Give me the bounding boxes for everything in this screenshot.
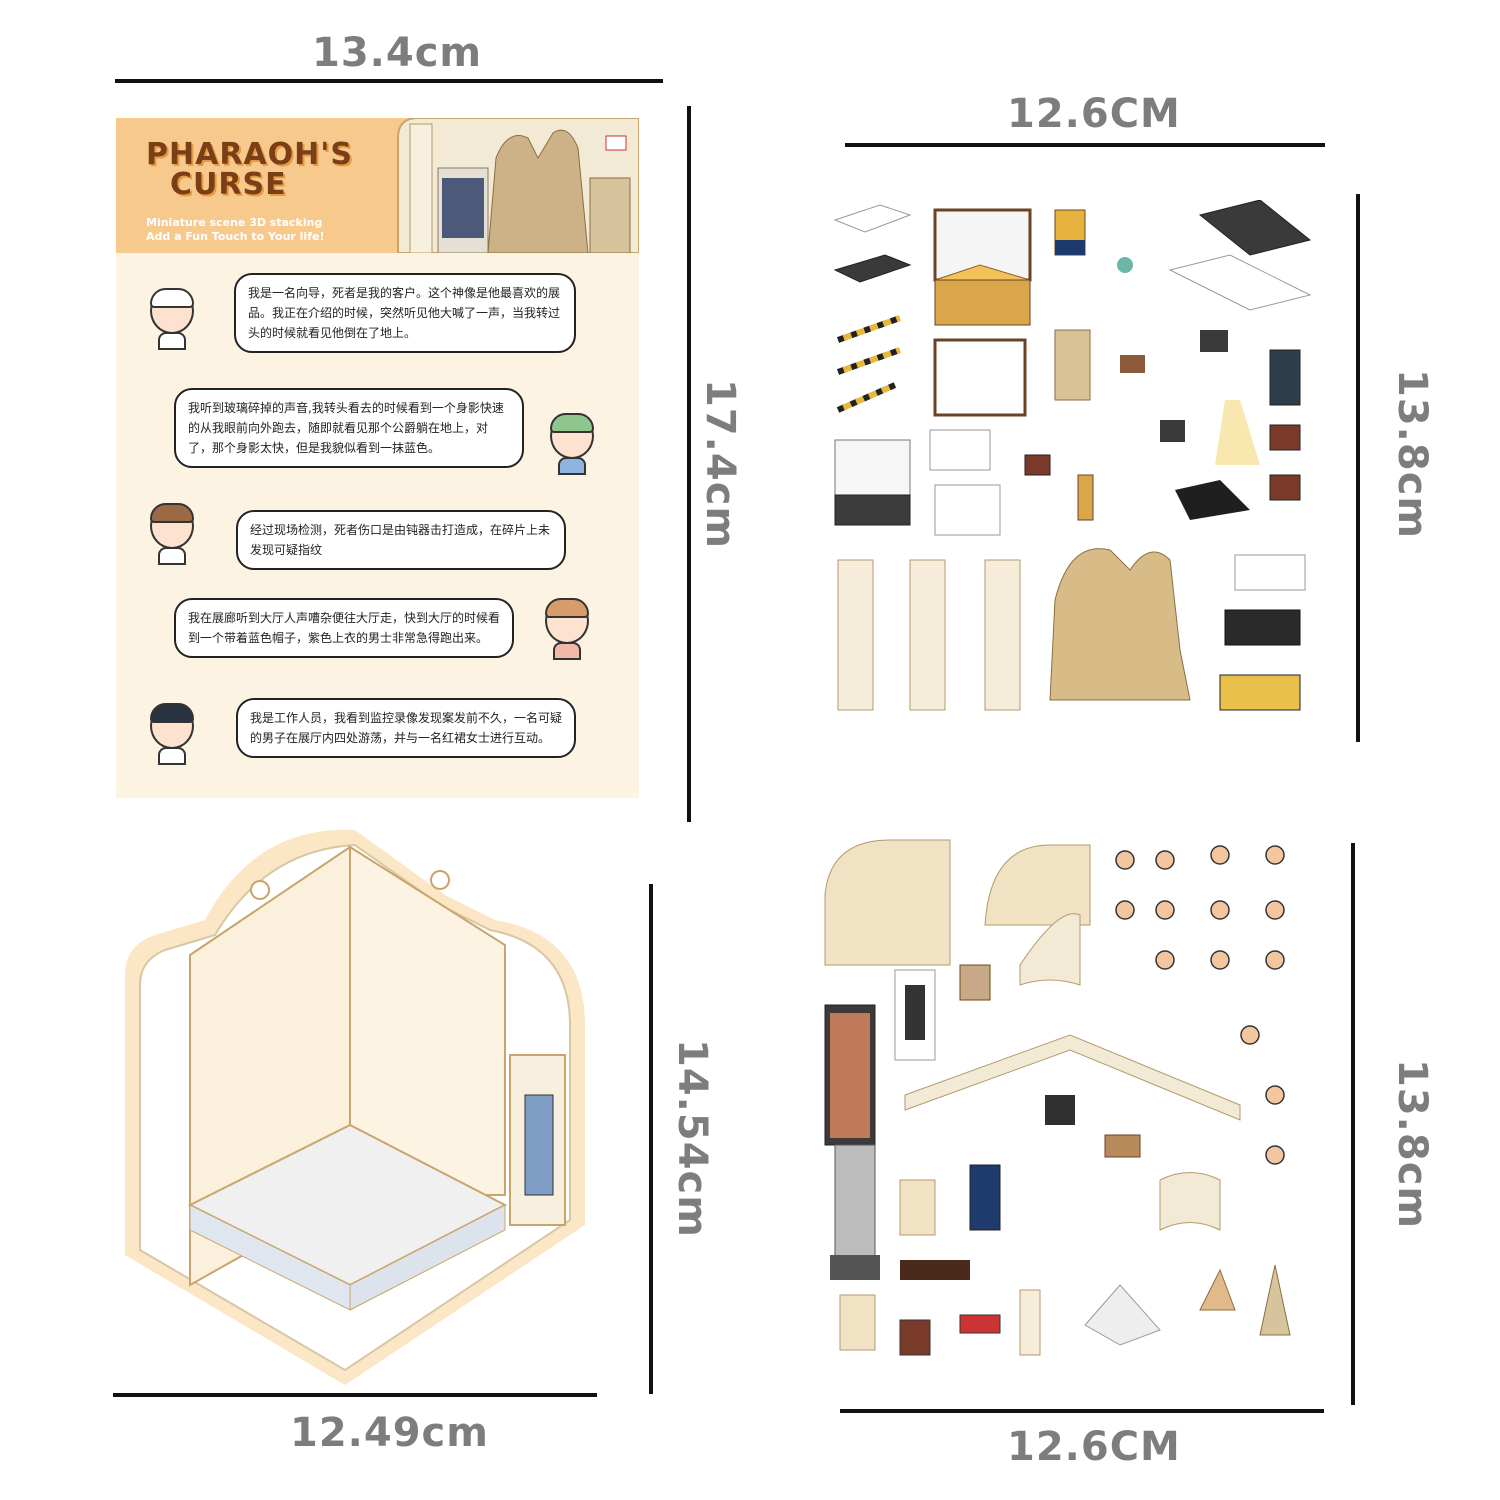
rule-p1-width <box>115 79 663 83</box>
dimension-p1-width: 13.4cm <box>312 30 483 76</box>
rule-p3-width <box>113 1393 597 1397</box>
dimension-p4-height: 13.8cm <box>1389 1059 1435 1230</box>
subtitle-line-2: Add a Fun Touch to Your life! <box>146 230 325 243</box>
speech-bubble-5: 我是工作人员，我看到监控录像发现案发前不久，一名可疑的男子在展厅内四处游荡，并与… <box>236 698 576 758</box>
museum-scene-illustration <box>378 118 639 254</box>
dimension-p2-width: 12.6CM <box>1007 91 1181 137</box>
speech-bubble-2: 我听到玻璃碎掉的声音,我转头看去的时候看到一个身影快速的从我眼前向外跑去，随即就… <box>174 388 524 468</box>
sticker-sheet-furniture <box>830 199 1320 730</box>
dimension-p3-height: 14.54cm <box>669 1039 715 1238</box>
title-line-2: CURSE <box>170 167 287 202</box>
rule-p4-height <box>1351 843 1355 1405</box>
room-base-icon <box>125 829 585 1385</box>
room-base-sticker <box>115 825 595 1385</box>
avatar-guide <box>146 288 198 350</box>
speech-bubble-4: 我在展廊听到大厅人声嘈杂便往大厅走，快到大厅的时候看到一个带着蓝色帽子，紫色上衣… <box>174 598 514 658</box>
dimension-p2-height: 13.8cm <box>1389 369 1435 540</box>
avatar-staff <box>146 703 198 765</box>
rule-p2-width <box>845 143 1325 147</box>
story-card: PHARAOH'S CURSE Miniature scene 3D stack… <box>116 118 639 798</box>
rule-p2-height <box>1356 194 1360 742</box>
dimension-p4-width: 12.6CM <box>1007 1424 1181 1470</box>
dimension-p3-width: 12.49cm <box>290 1410 489 1456</box>
furniture-stickers-icon <box>833 199 1312 711</box>
rule-p3-height <box>649 884 653 1394</box>
rule-p1-height <box>687 106 691 822</box>
speech-bubble-3: 经过现场检测，死者伤口是由钝器击打造成，在碎片上未发现可疑指纹 <box>236 510 566 570</box>
subtitle-line-1: Miniature scene 3D stacking <box>146 216 323 229</box>
avatar-medic <box>146 503 198 565</box>
speech-bubble-1: 我是一名向导，死者是我的客户。这个神像是他最喜欢的展品。我正在介绍的时候，突然听… <box>234 273 576 353</box>
sticker-sheet-figures <box>820 835 1310 1365</box>
statue-scene-icon <box>378 118 639 254</box>
figure-stickers-icon <box>824 839 1291 1356</box>
avatar-curly-hair <box>541 598 593 660</box>
avatar-green-hair <box>546 413 598 475</box>
card-title: PHARAOH'S CURSE <box>146 140 366 200</box>
dimension-p1-height: 17.4cm <box>697 379 743 550</box>
title-line-1: PHARAOH'S <box>146 137 354 172</box>
rule-p4-width <box>840 1409 1324 1413</box>
card-subtitle: Miniature scene 3D stacking Add a Fun To… <box>146 216 324 244</box>
